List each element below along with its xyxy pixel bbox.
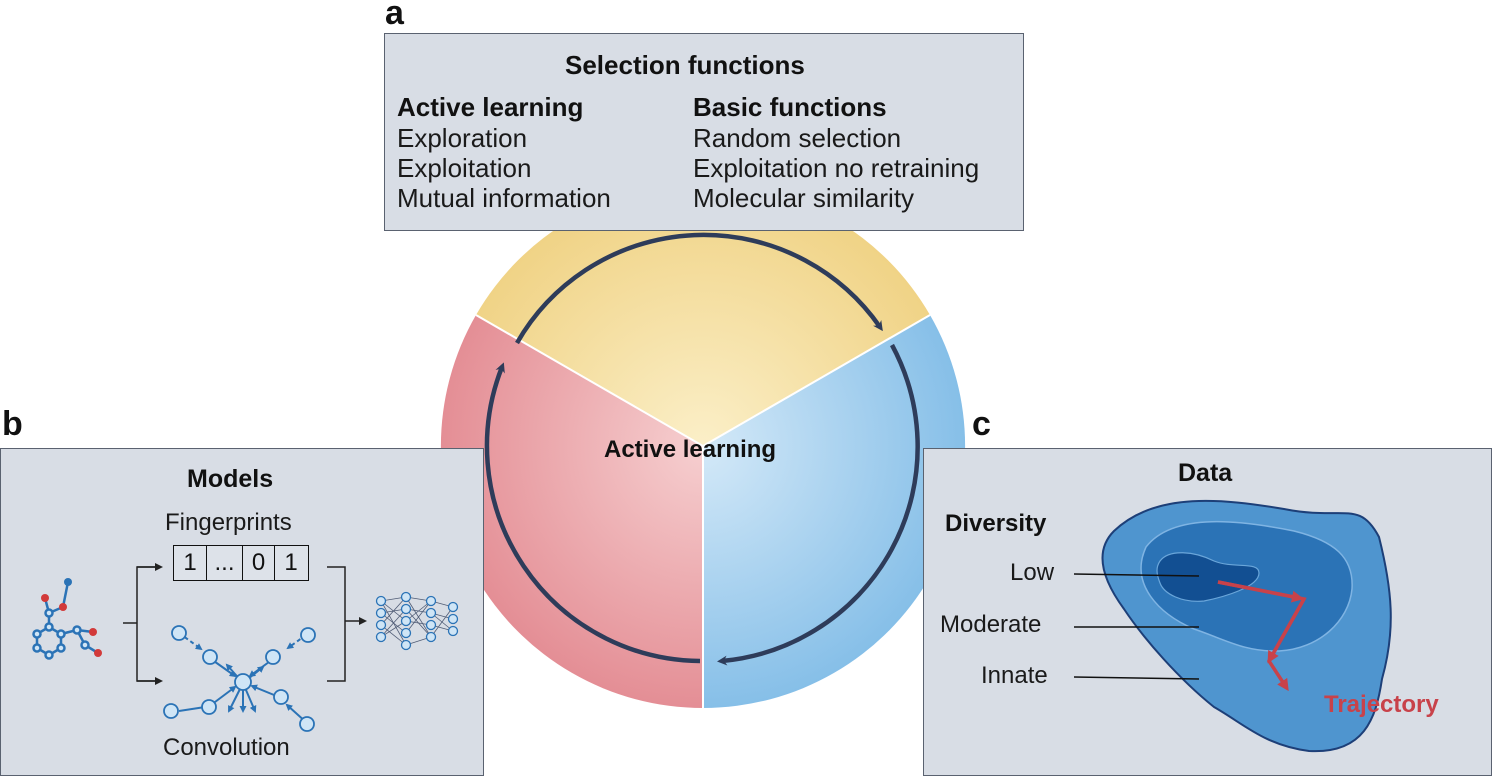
list-item: Exploration xyxy=(397,123,528,153)
neural-network-icon xyxy=(375,591,459,651)
models-box: Models Fingerprints Convolution 1 ... 0 … xyxy=(0,448,484,776)
leader-innate xyxy=(1073,676,1200,680)
list-item: Exploitation no retraining xyxy=(693,153,980,183)
fingerprints-label: Fingerprints xyxy=(165,509,292,536)
models-diagram xyxy=(32,563,459,732)
diversity-heading: Diversity xyxy=(945,510,1047,537)
diversity-level-low: Low xyxy=(1010,559,1055,586)
basic-functions-heading: Basic functions xyxy=(693,92,887,122)
diversity-level-moderate: Moderate xyxy=(940,611,1042,638)
diversity-level-innate: Innate xyxy=(981,662,1048,689)
low-region xyxy=(1156,552,1260,602)
fingerprint-cell: ... xyxy=(206,546,242,580)
panel-c-letter: c xyxy=(972,405,991,443)
sector-models xyxy=(440,315,703,708)
fingerprint-cell: 1 xyxy=(274,546,307,580)
data-title: Data xyxy=(1178,459,1233,487)
sector-data xyxy=(703,315,966,709)
panel-a-letter: a xyxy=(385,0,404,32)
fingerprint-vector: 1 ... 0 1 xyxy=(173,545,309,581)
list-item: Random selection xyxy=(693,123,902,153)
list-item: Exploitation xyxy=(397,153,532,183)
selection-functions-title: Selection functions xyxy=(565,50,805,80)
graph-convolution-icon xyxy=(163,625,316,732)
list-item: Molecular similarity xyxy=(693,183,915,213)
fingerprint-cell: 0 xyxy=(242,546,274,580)
active-learning-heading: Active learning xyxy=(397,92,584,122)
data-box: Data Diversity Low Moderate Innate Traje… xyxy=(923,448,1492,776)
leader-low xyxy=(1073,573,1200,577)
panel-b-letter: b xyxy=(2,405,23,443)
models-title: Models xyxy=(187,465,274,493)
cycle-arrow-left xyxy=(484,362,701,664)
convolution-label: Convolution xyxy=(163,734,290,761)
data-diversity-map xyxy=(1073,499,1392,753)
trajectory-label: Trajectory xyxy=(1324,691,1439,718)
fingerprint-cell: 1 xyxy=(183,549,197,576)
molecule-icon xyxy=(32,581,99,660)
cycle-arrow-top xyxy=(515,232,883,345)
list-item: Mutual information xyxy=(397,183,611,213)
center-label: Active learning xyxy=(604,436,777,463)
selection-functions-box: Selection functions Active learning Expl… xyxy=(384,33,1024,231)
cycle-arrow-right xyxy=(717,343,920,666)
